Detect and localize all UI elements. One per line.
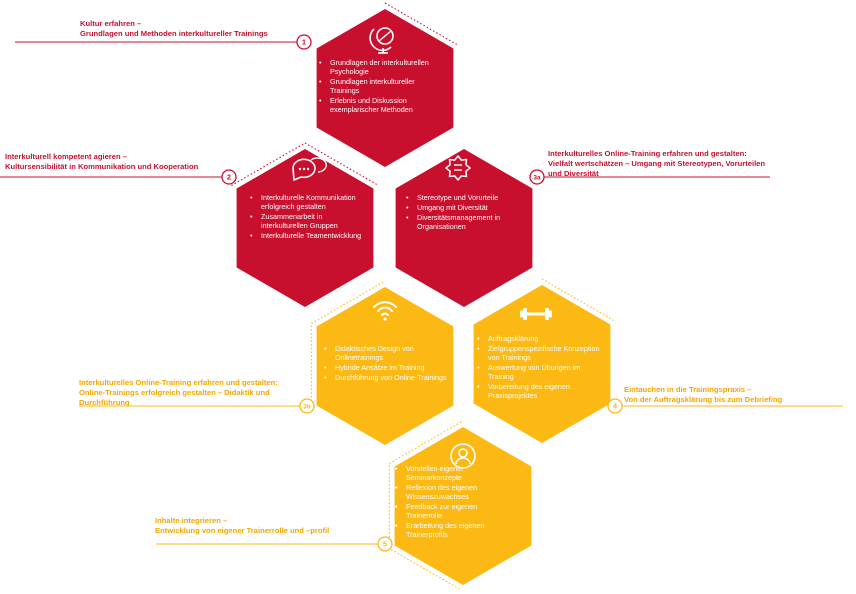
bullet-list: Interkulturelle Kommunikation erfolgreic… — [248, 193, 370, 240]
bullet-item: Erlebnis und Diskussion exemplarischer M… — [317, 96, 435, 114]
number-badge-label: 4 — [613, 402, 618, 411]
number-badge — [299, 398, 315, 414]
wifi-icon — [373, 301, 397, 321]
number-badge — [296, 34, 312, 50]
number-badge — [607, 398, 623, 414]
globe-icon — [369, 27, 394, 54]
module-label-line: Interkulturelles Online-Training erfahre… — [548, 149, 747, 158]
number-badge — [377, 536, 393, 552]
hexagon-content-3a: Stereotype und VorurteileUmgang mit Dive… — [404, 193, 522, 232]
hexagon-content-4: AuftragsklärungZielgruppenspezifische Ko… — [475, 334, 603, 401]
bullet-item: Umgang mit Diversität — [404, 203, 522, 212]
module-label-line: Durchführung — [79, 397, 130, 407]
module-label-line: Kultursensibilität in Kommunikation und … — [5, 161, 199, 171]
hexagon-content-3b: Didaktisches Design von OnlinetrainingsH… — [322, 344, 450, 383]
module-label-4: Eintauchen in die Trainingspraxis –Von d… — [624, 385, 782, 405]
bullet-list: AuftragsklärungZielgruppenspezifische Ko… — [475, 334, 603, 400]
module-label-line: Entwicklung von eigener Trainerrolle und… — [155, 525, 330, 535]
bullet-item: Didaktisches Design von Onlinetrainings — [322, 344, 450, 362]
bullet-item: Feedback zur eigenen Trainerrolle — [393, 502, 511, 520]
hexagon-dotted-edge — [384, 2, 459, 46]
bullet-item: Hybride Ansätze im Training — [322, 363, 450, 372]
module-label-3a: Interkulturelles Online-Training erfahre… — [548, 149, 765, 179]
hexagon-dotted-edge — [231, 142, 306, 186]
bullet-item: Durchführung von Online-Trainings — [322, 373, 450, 382]
bullet-item: Interkulturelle Kommunikation erfolgreic… — [248, 193, 370, 211]
bullet-item: Diversitätsmanagement in Organisationen — [404, 213, 522, 231]
number-badge — [529, 169, 545, 185]
module-label-5: Inhalte integrieren –Entwicklung von eig… — [155, 516, 329, 536]
hexagon-content-1: Grundlagen der interkulturellen Psycholo… — [317, 58, 435, 115]
bullet-item: Vorstellen eigener Seminarkonzepte — [393, 464, 511, 482]
bullet-item: Auftragsklärung — [475, 334, 603, 343]
hexagon-content-2: Interkulturelle Kommunikation erfolgreic… — [248, 193, 370, 241]
number-badge-label: 3b — [303, 404, 311, 411]
hexagon-content-5: Vorstellen eigener SeminarkonzepteReflex… — [393, 464, 511, 540]
bullet-list: Vorstellen eigener SeminarkonzepteReflex… — [393, 464, 511, 539]
bullet-list: Grundlagen der interkulturellen Psycholo… — [317, 58, 435, 114]
bullet-item: Zusammenarbeit in interkulturellen Grupp… — [248, 212, 370, 230]
number-badge-label: 2 — [227, 173, 231, 182]
module-label-line: Online-Trainings erfolgreich gestalten –… — [79, 387, 270, 397]
number-badge-label: 5 — [383, 540, 387, 549]
bullet-item: Zielgruppenspezifische Konzeption von Tr… — [475, 344, 603, 362]
bullet-item: Grundlagen interkultureller Trainings — [317, 77, 435, 95]
module-label-line: Vielfalt wertschätzen – Umgang mit Stere… — [548, 158, 766, 168]
module-label-line: Eintauchen in die Trainingspraxis – — [624, 385, 752, 394]
speech-burst-icon — [445, 155, 471, 181]
number-badge — [221, 169, 237, 185]
number-badge-label: 1 — [302, 38, 306, 47]
bullet-item: Interkulturelle Teamentwicklung — [248, 231, 370, 240]
module-label-line: Inhalte integrieren – — [155, 516, 228, 525]
chat-bubbles-icon — [292, 157, 327, 181]
module-label-line: Von der Auftragsklärung bis zum Debriefi… — [624, 394, 783, 404]
bullet-item: Stereotype und Vorurteile — [404, 193, 522, 202]
number-badge-label: 3a — [533, 175, 541, 182]
hexagon-dotted-edge — [389, 548, 464, 592]
bullet-list: Stereotype und VorurteileUmgang mit Dive… — [404, 193, 522, 231]
module-label-2: Interkulturell kompetent agieren –Kultur… — [5, 152, 198, 172]
module-label-line: Kultur erfahren – — [80, 19, 142, 28]
bullet-item: Reflexion des eigenen Wissenszuwachses — [393, 483, 511, 501]
hexagon-dotted-edge — [311, 280, 386, 324]
bullet-item: Vorbereitung des eigenen Praxisprojektes — [475, 382, 603, 400]
module-label-line: Grundlagen und Methoden interkultureller… — [80, 28, 268, 38]
dumbbell-icon — [520, 308, 552, 320]
bullet-item: Erarbeitung des eigenen Trainerprofils — [393, 521, 511, 539]
hexagon-dotted-edge — [304, 142, 379, 186]
hexagon-dotted-edge — [389, 420, 464, 464]
bullet-item: Auswertung von Übungen im Training — [475, 363, 603, 381]
module-label-line: und Diversität — [548, 168, 599, 178]
bullet-list: Didaktisches Design von OnlinetrainingsH… — [322, 344, 450, 382]
module-label-line: Interkulturelles Online-Training erfahre… — [79, 378, 278, 387]
module-label-1: Kultur erfahren –Grundlagen und Methoden… — [80, 19, 268, 39]
module-label-3b: Interkulturelles Online-Training erfahre… — [79, 378, 278, 408]
hexagon-dotted-edge — [541, 278, 616, 322]
module-label-line: Interkulturell kompetent agieren – — [5, 152, 127, 161]
bullet-item: Grundlagen der interkulturellen Psycholo… — [317, 58, 435, 76]
